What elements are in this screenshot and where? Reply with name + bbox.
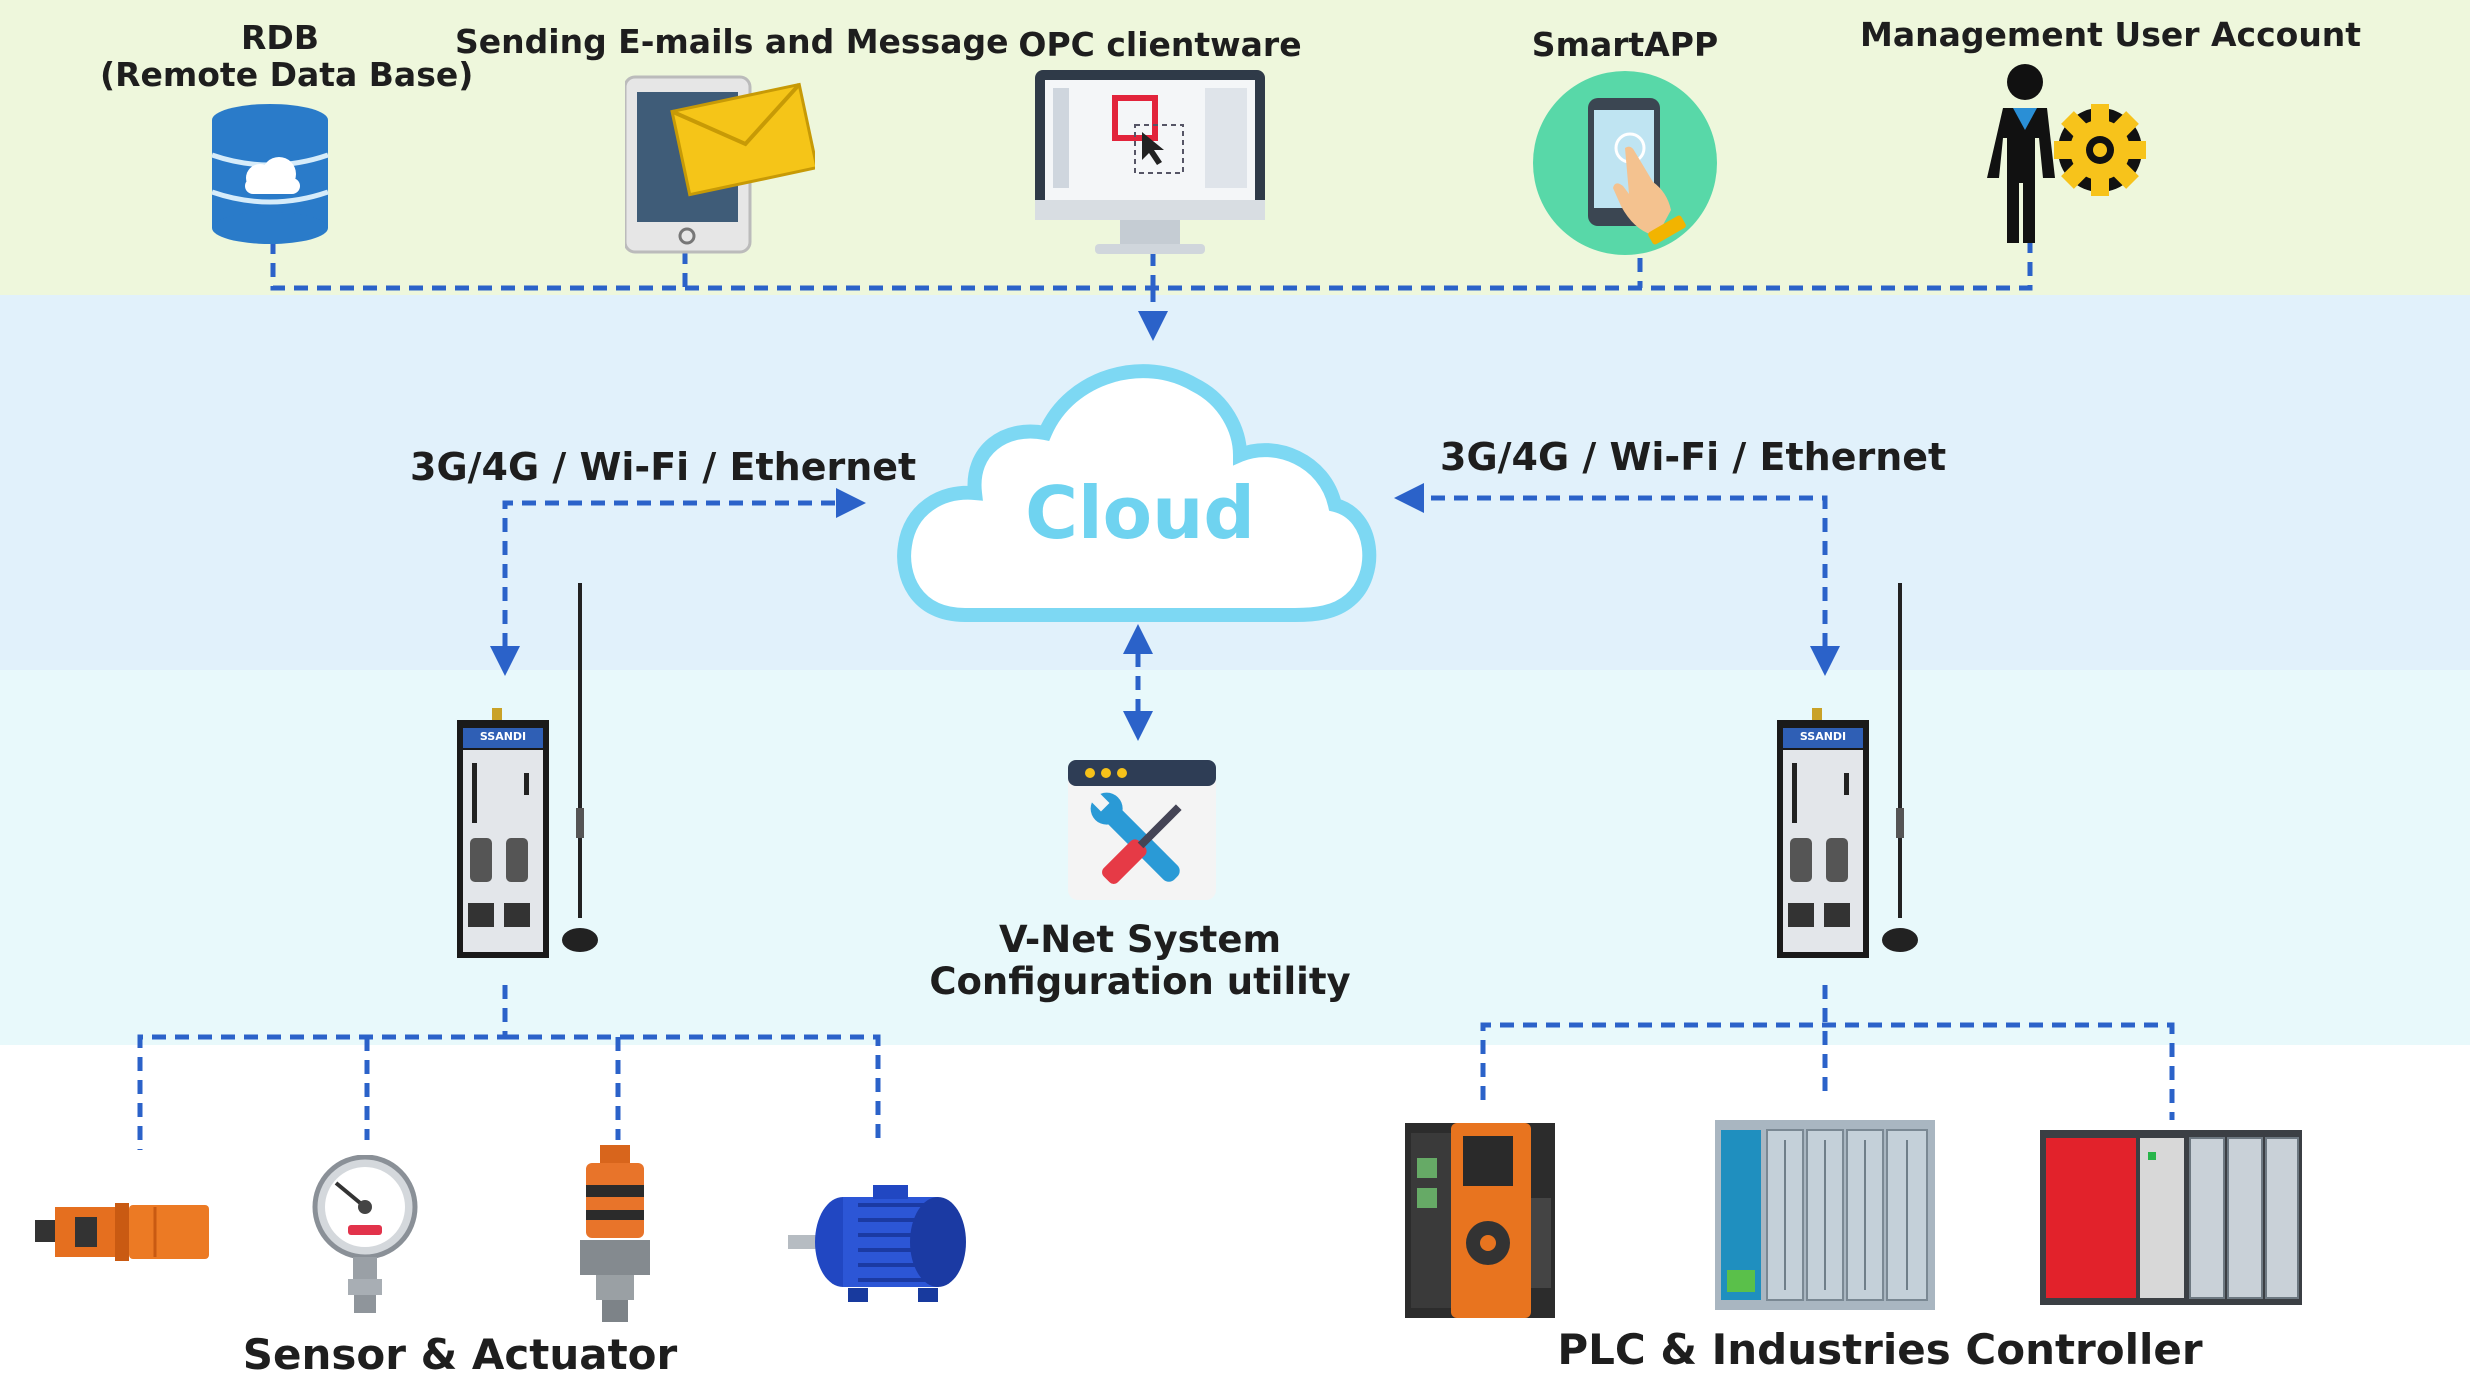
monitor-icon: [1035, 70, 1265, 254]
database-icon: [211, 104, 329, 244]
plc-controller-label: PLC & Industries Controller: [1557, 1325, 2203, 1374]
right-network-label: 3G/4G / Wi-Fi / Ethernet: [1440, 435, 1947, 479]
plc-rack-siemens-icon: [1715, 1120, 1935, 1310]
sensor-actuator-label: Sensor & Actuator: [242, 1330, 678, 1379]
router-icon: [1777, 583, 1918, 958]
plc-rack-red-icon: [2040, 1130, 2302, 1305]
gateway-band: [0, 670, 2470, 1045]
email-label: Sending E-mails and Message: [455, 22, 1009, 61]
left-gateway-device: SSANDI: [452, 578, 612, 958]
cloud-label: Cloud: [1025, 471, 1255, 555]
rdb-subtitle: (Remote Data Base): [100, 55, 474, 94]
sensor-bus-line: [137, 985, 508, 1150]
pressure-transmitter-icon: [580, 1145, 650, 1322]
configuration-tools-icon: [1068, 760, 1216, 900]
smartapp-label: SmartAPP: [1531, 25, 1719, 64]
electric-motor-icon: [788, 1185, 966, 1302]
plc-controller-orange-icon: [1405, 1123, 1555, 1318]
email-tablet-icon: [625, 75, 815, 254]
management-label: Management User Account: [1860, 15, 2362, 54]
router-icon: [457, 583, 598, 958]
left-network-label: 3G/4G / Wi-Fi / Ethernet: [410, 445, 917, 489]
right-network-arrow: [1394, 483, 1840, 676]
vnet-title-line1: V-Net System: [998, 918, 1282, 961]
user-settings-icon: [1987, 64, 2146, 243]
right-gateway-brand: SSANDI: [1799, 730, 1847, 743]
opc-label: OPC clientware: [1018, 25, 1302, 64]
proximity-sensor-icon: [35, 1203, 209, 1261]
left-network-arrow: [490, 488, 866, 676]
cloud-icon: [897, 364, 1377, 622]
rdb-title: RDB: [241, 18, 319, 57]
pressure-gauge-icon: [312, 1155, 418, 1313]
left-gateway-brand: SSANDI: [479, 730, 527, 743]
vnet-title-line2: Configuration utility: [929, 960, 1351, 1003]
smartphone-touch-icon: [1533, 71, 1717, 255]
right-gateway-device: SSANDI: [1772, 578, 1932, 958]
